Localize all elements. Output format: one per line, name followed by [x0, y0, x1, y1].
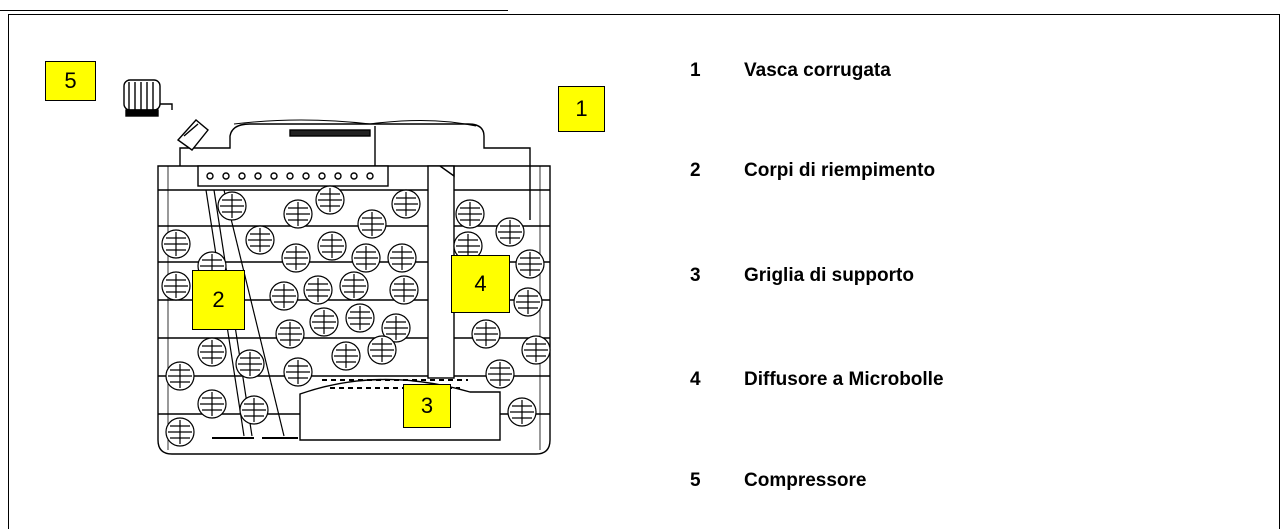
legend-number: 2	[690, 160, 701, 181]
media-element	[331, 341, 361, 371]
media-element	[239, 395, 269, 425]
media-element	[317, 231, 347, 261]
media-element	[495, 217, 525, 247]
media-element	[303, 275, 333, 305]
media-element	[381, 313, 411, 343]
media-element	[217, 191, 247, 221]
media-element	[161, 271, 191, 301]
legend-text: Compressore	[744, 470, 867, 491]
callout-compressor: 5	[45, 61, 96, 101]
callout-diffuser: 4	[451, 255, 510, 313]
legend: 1 Vasca corrugata 2 Corpi di riempimento…	[690, 0, 1250, 524]
legend-text: Griglia di supporto	[744, 265, 914, 286]
media-element	[165, 417, 195, 447]
media-element	[281, 243, 311, 273]
legend-number: 3	[690, 265, 701, 286]
legend-text: Corpi di riempimento	[744, 160, 936, 181]
media-element	[161, 229, 191, 259]
legend-item: 4 Diffusore a Microbolle	[690, 367, 944, 393]
media-element	[339, 271, 369, 301]
media-element	[485, 359, 515, 389]
callout-support-grid: 3	[403, 384, 451, 428]
legend-item: 5 Compressore	[690, 468, 867, 494]
legend-number: 5	[690, 470, 701, 491]
media-element	[507, 397, 537, 427]
media-element	[283, 357, 313, 387]
media-element	[165, 361, 195, 391]
media-element	[513, 287, 543, 317]
media-element	[197, 337, 227, 367]
media-element	[387, 243, 417, 273]
media-element	[389, 275, 419, 305]
media-element	[197, 389, 227, 419]
figure-frame	[8, 14, 1280, 529]
legend-item: 2 Corpi di riempimento	[690, 158, 935, 184]
compressor-icon	[123, 79, 173, 117]
media-element	[515, 249, 545, 279]
media-element	[455, 199, 485, 229]
callout-corrugated-tank: 1	[558, 86, 605, 132]
media-element	[309, 307, 339, 337]
legend-text: Vasca corrugata	[744, 60, 891, 81]
legend-item: 1 Vasca corrugata	[690, 58, 891, 84]
legend-text: Diffusore a Microbolle	[744, 369, 944, 390]
media-element	[367, 335, 397, 365]
media-element	[275, 319, 305, 349]
callout-filling-media: 2	[192, 270, 245, 330]
media-element	[351, 243, 381, 273]
top-rule	[0, 10, 508, 11]
legend-number: 4	[690, 369, 701, 390]
tank-drawing	[123, 79, 551, 455]
media-element	[315, 185, 345, 215]
legend-item: 3 Griglia di supporto	[690, 263, 914, 289]
media-element	[471, 319, 501, 349]
filling-media	[161, 185, 551, 447]
media-element	[283, 199, 313, 229]
media-element	[357, 209, 387, 239]
media-element	[235, 349, 265, 379]
media-element	[345, 303, 375, 333]
media-element	[521, 335, 551, 365]
media-element	[269, 281, 299, 311]
media-element	[391, 189, 421, 219]
media-element	[245, 225, 275, 255]
legend-number: 1	[690, 60, 701, 81]
